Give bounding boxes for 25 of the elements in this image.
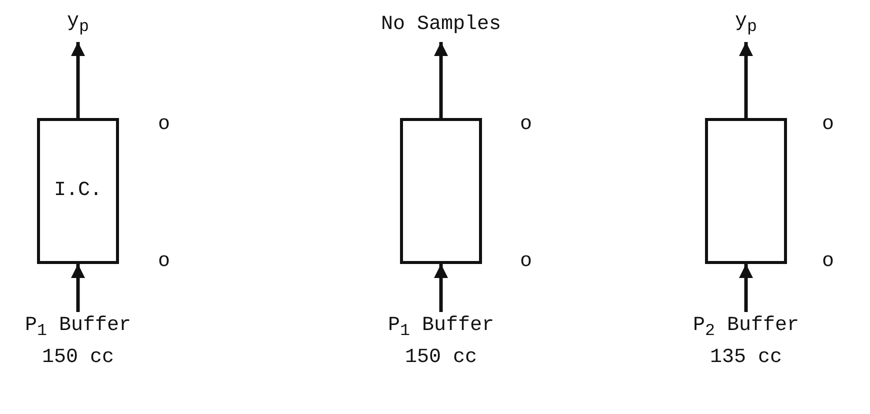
box-label: I.C.: [54, 178, 102, 204]
terminal-mark: o: [822, 252, 834, 272]
flow-label: y$_{p}$: [66, 9, 89, 39]
terminal-mark: o: [158, 252, 170, 272]
flow-label: P$_{1}$ Buffer: [388, 313, 494, 343]
terminal-mark: o: [520, 252, 532, 272]
arrow: [434, 42, 448, 118]
flow-label: No Samples: [380, 12, 502, 38]
flow-label: P$_{2}$ Buffer: [692, 313, 800, 343]
arrow: [434, 264, 448, 312]
flow-label: 150 cc: [42, 345, 114, 371]
process-box: [400, 118, 482, 264]
flow-label: P$_{1}$ Buffer: [24, 313, 132, 343]
flow-label: y$_{p}$: [734, 9, 757, 39]
arrow: [71, 264, 85, 312]
terminal-mark: o: [158, 115, 170, 135]
terminal-mark: o: [822, 115, 834, 135]
arrow: [739, 264, 753, 312]
process-box: [37, 118, 119, 264]
process-box: [705, 118, 787, 264]
arrow: [739, 42, 753, 118]
arrow: [71, 42, 85, 118]
flow-label: 150 cc: [404, 345, 477, 371]
terminal-mark: o: [520, 115, 532, 135]
flow-label: 135 cc: [710, 345, 782, 371]
